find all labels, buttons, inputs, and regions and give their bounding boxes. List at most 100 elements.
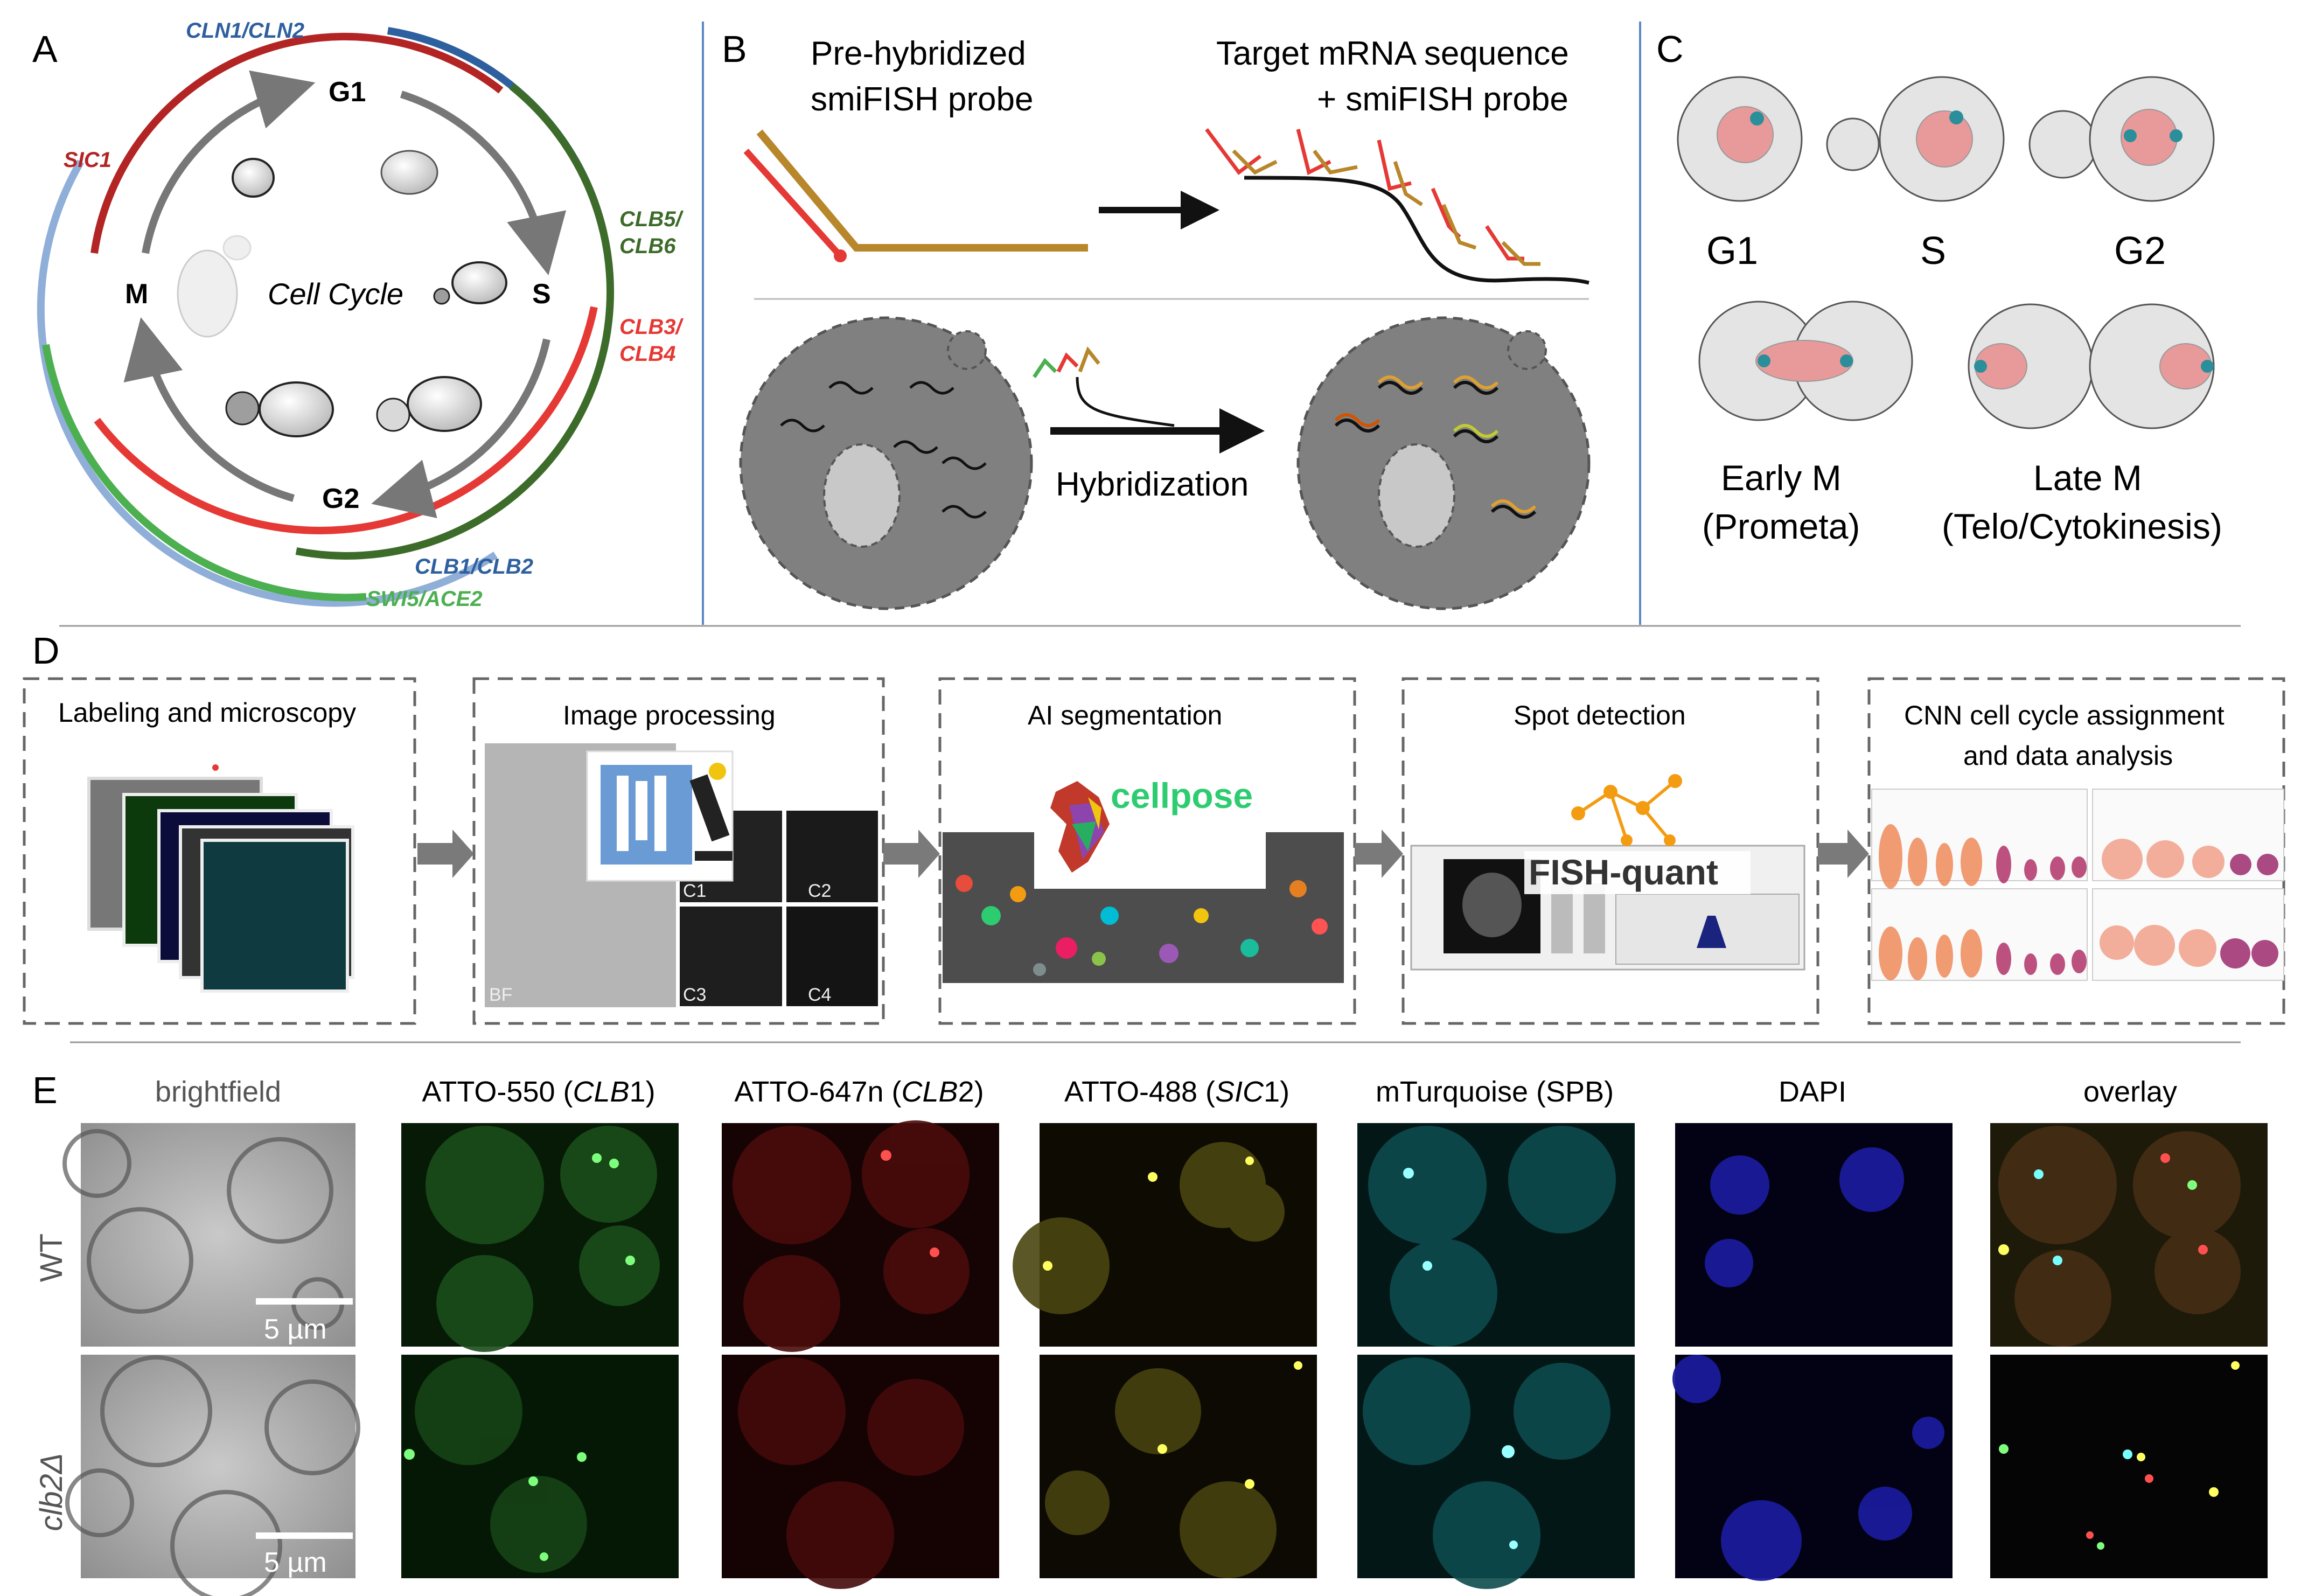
gene-label-cln1-cln2: CLN1/CLN2 <box>186 19 304 43</box>
arrow-g2-m <box>123 317 295 502</box>
arc-sic1 <box>90 32 504 254</box>
arc-clb5-clb6 <box>295 83 614 560</box>
step-arrow-1 <box>417 830 474 878</box>
montage-label-c1: C1 <box>683 881 706 901</box>
column-header-atto550: ATTO-550 (CLB1) <box>422 1076 655 1108</box>
fish-quant-logo: FISH-quant <box>1529 852 1718 892</box>
gene-label-clb1-clb2: CLB1/CLB2 <box>415 555 533 579</box>
arc-clb1-clb2 <box>37 159 498 607</box>
gene-label-clb6: CLB6 <box>619 234 676 258</box>
step-title-cnn-line1: CNN cell cycle assignment <box>1904 700 2225 730</box>
nucleus-stage-diagram <box>1677 76 2215 429</box>
cellpose-logo: cellpose <box>1111 776 1253 816</box>
scale-bar-clb2 <box>256 1532 353 1539</box>
step-title-cnn-line2: and data analysis <box>1963 741 2173 771</box>
column-header-atto488: ATTO-488 (SIC1) <box>1064 1076 1289 1108</box>
smifish-diagram: Pre-hybridized smiFISH probe Target mRNA… <box>739 35 1591 610</box>
montage-label-c3: C3 <box>683 985 706 1005</box>
phase-label-g1: G1 <box>329 76 366 108</box>
montage-label-c4: C4 <box>808 985 831 1005</box>
arc-clb3-clb4 <box>94 306 598 534</box>
image-brightfield-wt <box>81 1123 355 1347</box>
target-title-line1: Target mRNA sequence <box>1216 35 1569 72</box>
montage-label-c2: C2 <box>808 881 831 901</box>
cell-cycle-diagram: G1 S G2 M Cell Cycle CLN1/CLN2 SIC1 CLB5… <box>37 19 684 611</box>
step-arrow-2 <box>883 830 940 878</box>
stage-label-telo: (Telo/Cytokinesis) <box>1942 506 2222 546</box>
cell-bud-left <box>947 330 987 370</box>
labeled-mrna-right <box>1334 375 1537 519</box>
yeast-cell-g2a <box>259 381 334 437</box>
stage-label-g2: G2 <box>2114 229 2166 273</box>
cell-cycle-label: Cell Cycle <box>268 277 403 311</box>
yeast-bud-s <box>433 288 450 305</box>
image-grid: 5 µm <box>62 1120 2268 1596</box>
panel-letter-b: B <box>722 28 747 70</box>
arrow-m-g1 <box>142 70 316 254</box>
scale-label-wt: 5 µm <box>264 1314 327 1345</box>
montage-label-bf: BF <box>489 985 512 1005</box>
hybridized-probes <box>1205 128 1540 266</box>
stage-label-g1: G1 <box>1706 229 1758 273</box>
workflow: C1 C2 BF C3 C4 cellpose <box>23 677 2285 1025</box>
microscopy-stack <box>87 764 354 993</box>
gene-label-clb5: CLB5/ <box>619 207 684 231</box>
yeast-bud-m <box>222 235 252 261</box>
yeast-cell-g1b <box>380 150 438 195</box>
cell-bud-right <box>1507 330 1547 370</box>
stage-label-s: S <box>1920 229 1946 273</box>
panel-letter-c: C <box>1656 28 1684 70</box>
step-title-segmentation: AI segmentation <box>1028 700 1222 730</box>
column-header-overlay: overlay <box>2083 1076 2177 1108</box>
arc-swi5-ace2 <box>42 344 367 602</box>
scale-bar-wt <box>256 1298 353 1305</box>
probe-mix-icon <box>1033 346 1175 427</box>
gene-label-clb3: CLB3/ <box>619 315 684 339</box>
arc-cln1-cln2 <box>387 27 607 233</box>
yeast-bud-g2a <box>225 391 260 426</box>
yeast-bud-g2b <box>376 398 410 432</box>
step-arrow-3 <box>1355 830 1403 878</box>
image-processing-montage <box>485 743 878 1007</box>
phase-label-s: S <box>532 278 551 310</box>
probe-flap <box>756 129 1088 252</box>
mrna-squiggles-left <box>780 381 987 519</box>
column-header-atto647n: ATTO-647n (CLB2) <box>734 1076 984 1108</box>
column-header-dapi: DAPI <box>1779 1076 1846 1108</box>
column-header-brightfield: brightfield <box>155 1076 281 1108</box>
target-title-line2: + smiFISH probe <box>1317 81 1568 118</box>
stage-label-prometa: (Prometa) <box>1702 506 1860 546</box>
panel-letter-d: D <box>32 630 60 672</box>
nucleus-left <box>823 443 901 548</box>
gene-label-swi5-ace2: SWI5/ACE2 <box>366 587 483 611</box>
analysis-plots <box>1871 789 2284 981</box>
step-title-image-processing: Image processing <box>563 700 776 730</box>
probe-title-line1: Pre-hybridized <box>811 35 1026 72</box>
stage-label-early-m: Early M <box>1721 458 1842 498</box>
panel-letter-a: A <box>32 28 58 70</box>
image-dapi-wt <box>1675 1123 1953 1347</box>
probe-title-line2: smiFISH probe <box>811 81 1033 118</box>
image-brightfield-clb2 <box>81 1355 355 1578</box>
step-box-labeling <box>23 677 416 1025</box>
column-headers: brightfield ATTO-550 (CLB1) ATTO-647n (C… <box>155 1076 2177 1108</box>
probe-readout <box>743 148 843 259</box>
step-arrow-4 <box>1818 830 1869 878</box>
yeast-cell-g1a <box>232 158 275 198</box>
stage-label-late-m: Late M <box>2033 458 2142 498</box>
row-label-wt: WT <box>34 1233 69 1282</box>
yeast-cell-s <box>451 261 507 304</box>
probe-dye <box>834 249 847 262</box>
gene-label-sic1: SIC1 <box>64 148 111 172</box>
step-title-labeling: Labeling and microscopy <box>58 698 356 728</box>
gene-label-clb4: CLB4 <box>619 342 675 366</box>
arrow-s-g2 <box>371 338 550 518</box>
step-title-spot-detection: Spot detection <box>1514 700 1686 730</box>
row-label-clb2: clb2Δ <box>34 1453 69 1531</box>
target-mrna <box>1244 176 1589 285</box>
phase-label-g2: G2 <box>322 483 359 514</box>
panel-letter-e: E <box>32 1069 58 1111</box>
column-header-mturquoise: mTurquoise (SPB) <box>1376 1076 1614 1108</box>
image-overlay-clb2 <box>1990 1355 2268 1578</box>
